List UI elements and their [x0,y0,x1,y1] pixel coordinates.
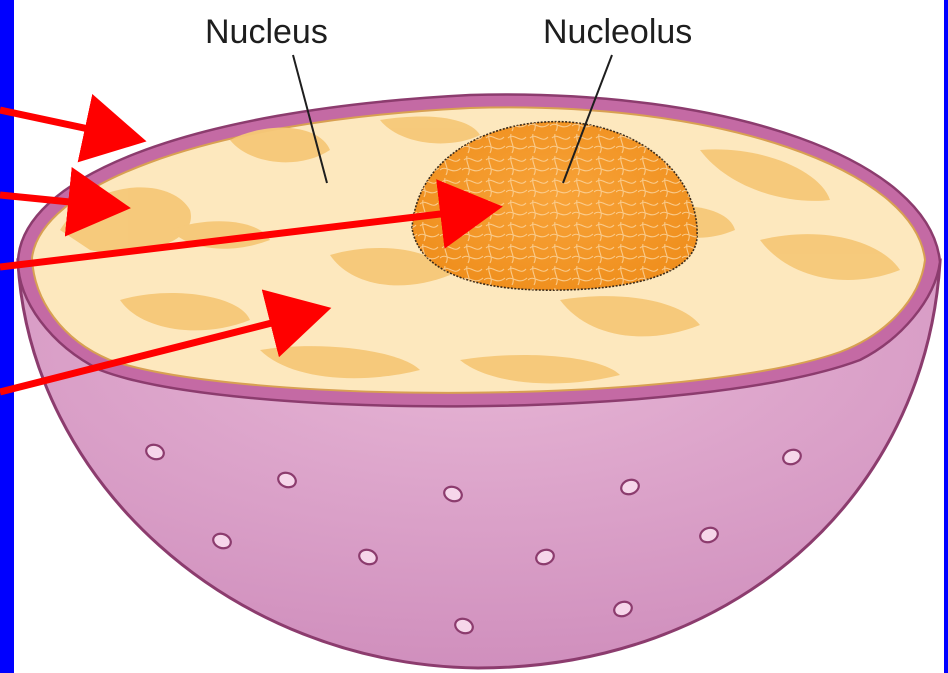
nucleolus-label: Nucleolus [543,13,692,51]
arrow-nuclear-envelope [0,110,126,137]
nucleus-label: Nucleus [205,13,328,51]
